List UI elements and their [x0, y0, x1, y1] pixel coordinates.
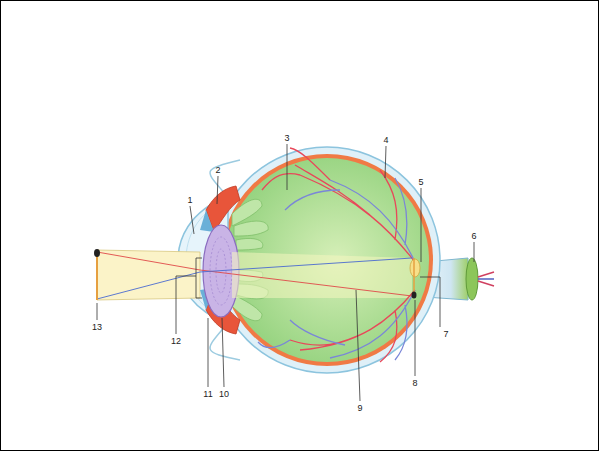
- callout-number: 13: [92, 322, 102, 332]
- callout-number: 10: [219, 389, 229, 399]
- callout-number: 1: [187, 195, 192, 205]
- callout-number: 11: [203, 389, 212, 399]
- callout-number: 3: [284, 133, 289, 143]
- callout-number: 4: [383, 135, 388, 145]
- callout-number: 7: [443, 329, 448, 339]
- callout-number: 5: [418, 177, 423, 187]
- callout-number: 9: [357, 403, 362, 413]
- callout-number: 12: [171, 336, 181, 346]
- callout-number: 6: [471, 231, 476, 241]
- callout-number: 2: [215, 165, 220, 175]
- callout-number: 8: [412, 378, 417, 388]
